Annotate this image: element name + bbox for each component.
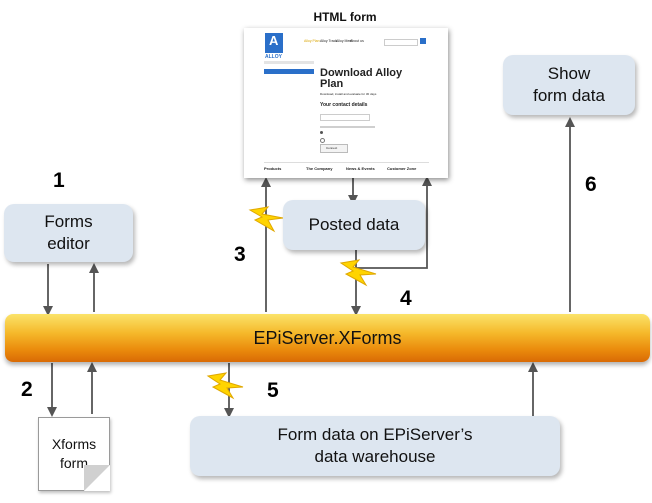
- lightning-icon-step5: [206, 372, 244, 400]
- radio-option-1[interactable]: [320, 131, 323, 134]
- html-form-title: HTML form: [313, 10, 377, 24]
- show-form-data-box: Show form data: [503, 55, 635, 115]
- step-number-4: 4: [400, 287, 412, 310]
- alloy-logo-text: ALLOY: [265, 54, 282, 60]
- nav-item-1[interactable]: Alloy Plan: [304, 39, 320, 43]
- episerver-xforms-bar: EPiServer.XForms: [5, 314, 650, 362]
- lightning-icon-step3: [248, 206, 284, 233]
- step-number-1: 1: [53, 169, 65, 192]
- question-text: [320, 126, 375, 128]
- alloy-logo: [265, 33, 283, 53]
- footer-col-4: Customer Zone: [387, 166, 417, 171]
- sidebar-active-item[interactable]: [264, 69, 314, 74]
- posted-data-box: Posted data: [283, 200, 425, 250]
- email-field[interactable]: [320, 114, 370, 121]
- warehouse-box: Form data on EPiServer’s data warehouse: [190, 416, 560, 476]
- forms-editor-box: Forms editor: [4, 204, 133, 262]
- html-form-screenshot: A ALLOY Alloy Plan Alloy Track Alloy Mee…: [244, 28, 448, 178]
- alloy-logo-letter: A: [269, 33, 279, 48]
- xforms-form-label: Xforms form: [51, 436, 97, 471]
- radio-option-2[interactable]: [320, 138, 325, 143]
- connect-button-label: Connect: [326, 146, 338, 150]
- nav-item-2[interactable]: Alloy Track: [320, 39, 338, 43]
- step-number-6: 6: [585, 173, 597, 196]
- nav-item-3[interactable]: Alloy Meet: [336, 39, 353, 43]
- step-number-5: 5: [267, 379, 279, 402]
- breadcrumb: [264, 61, 314, 64]
- form-subheading: Download, install and evaluate for 30 da…: [320, 92, 377, 96]
- footer-col-1: Products: [264, 166, 282, 171]
- page-fold-icon: [84, 465, 110, 491]
- lightning-icon-step4: [339, 259, 377, 287]
- form-heading: Download Alloy Plan: [320, 67, 403, 90]
- search-input[interactable]: [384, 39, 418, 46]
- connect-button[interactable]: [320, 144, 348, 153]
- step-number-2: 2: [21, 378, 33, 401]
- arrow-step4: [356, 176, 432, 269]
- step-number-3: 3: [234, 243, 246, 266]
- nav-item-4[interactable]: About us: [350, 39, 364, 43]
- xforms-form-document: Xforms form: [38, 417, 110, 491]
- search-icon[interactable]: [420, 38, 426, 44]
- footer-col-2: The Company: [306, 166, 333, 171]
- contact-section-title: Your contact details: [320, 102, 368, 108]
- footer-col-3: News & Events: [346, 166, 375, 171]
- footer-divider: [264, 162, 429, 163]
